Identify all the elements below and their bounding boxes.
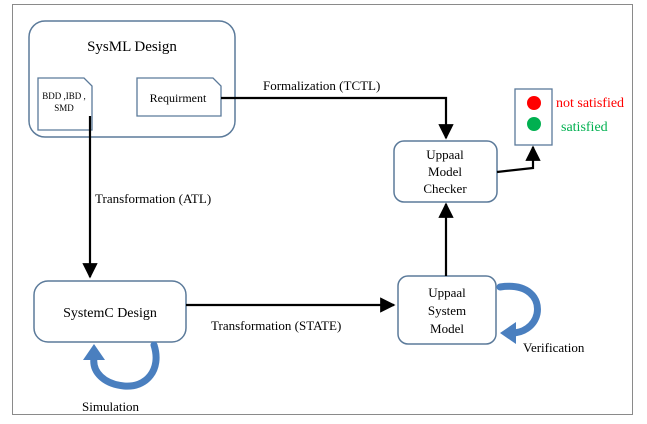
systemc-design-box	[33, 280, 187, 343]
checker-line3: Checker	[423, 181, 467, 196]
uppaal-model-line3: Model	[430, 321, 464, 336]
red-light-icon	[527, 96, 541, 110]
diagram-frame	[12, 4, 633, 415]
uppaal-model-line2: System	[428, 303, 466, 318]
formalization-arrow	[221, 96, 454, 140]
simulation-label: Simulation	[82, 399, 140, 414]
verification-loop-icon	[496, 282, 541, 344]
satisfied-label: satisfied	[561, 120, 608, 135]
requirement-label: Requirment	[150, 91, 207, 105]
systemc-design-title: SystemC Design	[63, 306, 157, 321]
state-transformation-label: Transformation (STATE)	[211, 318, 341, 333]
formalization-label: Formalization (TCTL)	[263, 78, 380, 93]
not-satisfied-label: not satisfied	[556, 96, 624, 111]
simulation-loop-icon	[83, 341, 160, 390]
bdd-ibd-smd-box	[37, 77, 93, 131]
smd-label: SMD	[54, 103, 74, 113]
bdd-ibd-label: BDD ,IBD ,	[42, 91, 86, 101]
checker-to-result-arrow	[496, 145, 541, 174]
uppaal-model-line1: Uppaal	[428, 285, 466, 300]
green-light-icon	[527, 117, 541, 131]
checker-line2: Model	[428, 164, 462, 179]
atl-transformation-label: Transformation (ATL)	[95, 191, 211, 206]
verification-label: Verification	[523, 340, 585, 355]
checker-line1: Uppaal	[426, 147, 464, 162]
requirement-box	[136, 77, 222, 117]
sysml-design-title: SysML Design	[87, 39, 177, 55]
